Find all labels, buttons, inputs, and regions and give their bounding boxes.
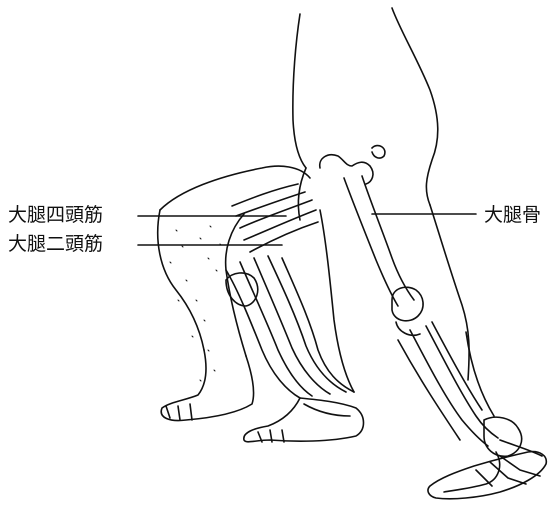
label-biceps-femoris: 大腿二頭筋 (8, 235, 103, 254)
body-outline (293, 8, 469, 380)
right-leg-skeleton (320, 146, 547, 499)
label-quadriceps: 大腿四頭筋 (8, 206, 103, 225)
left-leg-muscles (158, 166, 364, 442)
stipple-shading (170, 226, 221, 381)
label-femur: 大腿骨 (484, 206, 541, 225)
